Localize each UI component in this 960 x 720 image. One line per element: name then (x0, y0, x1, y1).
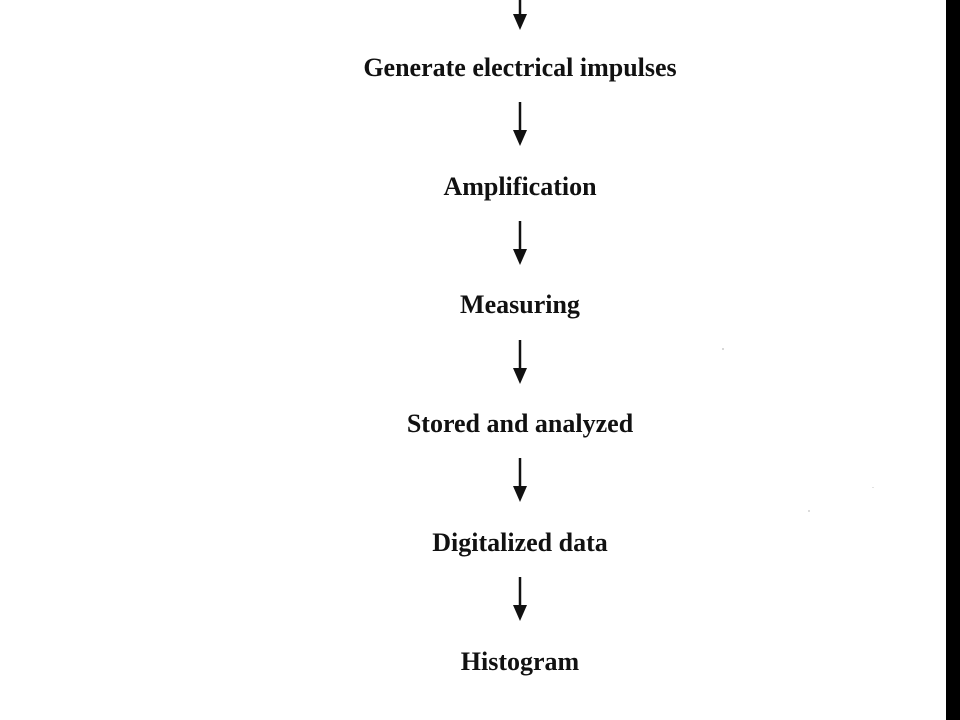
step-generate-electrical-impulses: Generate electrical impulses (363, 53, 677, 82)
scan-speck (808, 510, 810, 512)
flow-arrow-top (511, 0, 529, 32)
scan-speck (872, 487, 874, 488)
page-edge-border (946, 0, 960, 720)
flow-arrow-4 (511, 458, 529, 504)
step-measuring: Measuring (460, 290, 580, 319)
step-stored-and-analyzed: Stored and analyzed (406, 409, 634, 438)
flow-arrow-5 (511, 577, 529, 623)
step-digitalized-data: Digitalized data (432, 528, 608, 557)
flow-arrow-1 (511, 102, 529, 148)
step-amplification: Amplification (443, 172, 597, 201)
step-histogram: Histogram (460, 647, 580, 676)
flow-arrow-2 (511, 221, 529, 267)
scan-speck (722, 348, 724, 350)
flow-arrow-3 (511, 340, 529, 386)
